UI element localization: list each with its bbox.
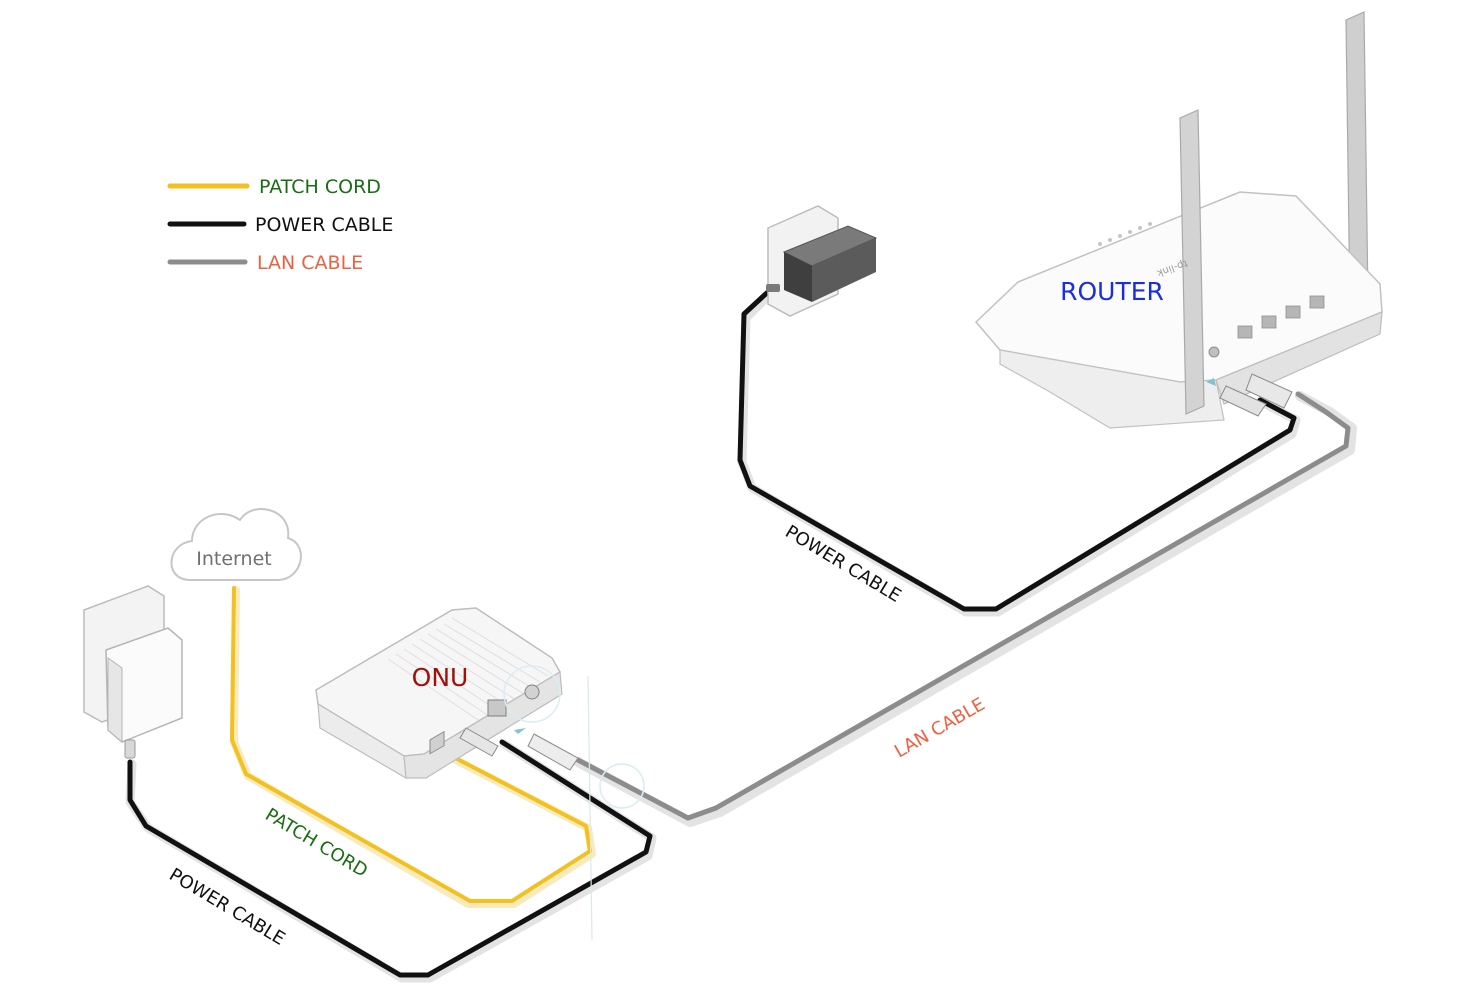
onu-power-adapter xyxy=(83,585,183,759)
patch-cord xyxy=(230,586,592,903)
router-label: ROUTER xyxy=(1060,277,1164,306)
router-adapter-side xyxy=(812,238,876,302)
router-arrow-icon xyxy=(1206,378,1216,386)
cloud-icon xyxy=(170,508,302,581)
internet-cloud: Internet xyxy=(170,508,302,581)
adapter-side xyxy=(107,657,123,744)
onu-pon-port xyxy=(429,730,445,755)
router-antenna-left xyxy=(1179,109,1205,415)
lan-cable xyxy=(575,391,1351,821)
onu-port-highlight xyxy=(503,665,561,723)
cables xyxy=(125,287,1357,983)
adapter-plug-tip xyxy=(124,739,136,759)
router-power-adapter xyxy=(766,205,878,317)
router-adapter-front xyxy=(784,252,812,302)
internet-label: Internet xyxy=(196,548,271,570)
router-device: tp-link xyxy=(974,11,1383,429)
router-power-cable xyxy=(737,287,1297,612)
router-lan-ports xyxy=(1237,295,1325,339)
onu-power-plug xyxy=(459,727,499,757)
onu-label: ONU xyxy=(412,663,469,692)
onu-power-port xyxy=(524,684,540,700)
onu-lan-plug xyxy=(527,733,579,771)
lan-arrow-icon xyxy=(514,728,526,734)
router-power-plug xyxy=(1219,385,1267,417)
legend-power-cable-label: POWER CABLE xyxy=(255,214,393,236)
router-adapter-plug xyxy=(766,284,780,292)
onu-front-face xyxy=(403,670,563,779)
router-led-row xyxy=(1098,222,1152,246)
router-power-port xyxy=(1208,346,1220,358)
onu-guide-line xyxy=(587,675,593,941)
onu-power-cable xyxy=(127,739,653,978)
legend-patch-cord-label: PATCH CORD xyxy=(259,176,381,198)
legend-lan-cable-label: LAN CABLE xyxy=(257,252,363,274)
onu-lan-port xyxy=(487,699,507,717)
router-wan-plug xyxy=(1245,373,1293,409)
onu-top-ridges xyxy=(387,617,549,725)
legend: PATCH CORD POWER CABLE LAN CABLE xyxy=(167,176,393,274)
lan-port-highlight xyxy=(599,763,645,809)
onu-device xyxy=(315,607,645,941)
